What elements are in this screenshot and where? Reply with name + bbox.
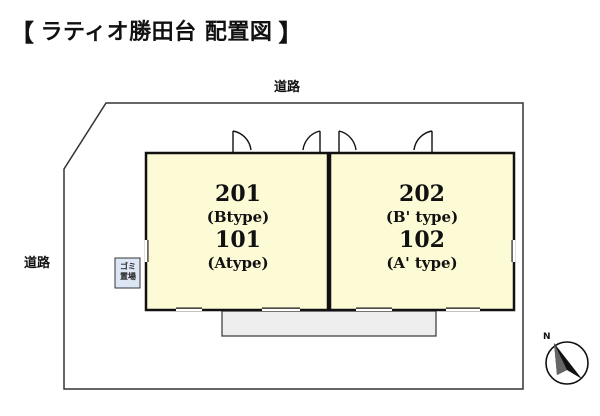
unit-label-b: 202 (B' type) 102 (A' type)	[332, 181, 512, 273]
site-boundary	[63, 102, 524, 390]
unit-b-building	[328, 151, 516, 312]
garbage-area	[114, 257, 141, 289]
balcony	[221, 310, 437, 337]
unit-label-a: 201 (Btype) 101 (Atype)	[148, 181, 328, 273]
unit-b-upper-number: 202	[399, 181, 445, 207]
door-icon	[413, 130, 433, 153]
unit-a-upper-type: (Btype)	[206, 208, 270, 226]
unit-a-lower-type: (Atype)	[207, 254, 269, 272]
compass-north-label: N	[543, 332, 551, 342]
unit-a-lower-number: 101	[215, 227, 261, 253]
door-icon	[232, 130, 252, 153]
garbage-label-line1: ゴミ	[120, 262, 136, 271]
road-label-left: 道路	[24, 256, 51, 271]
garbage-label-line2: 置場	[120, 272, 136, 281]
unit-b-lower-type: (A' type)	[386, 254, 458, 272]
unit-b-upper-type: (B' type)	[385, 208, 459, 226]
page-title: 【 ラティオ勝田台 配置図 】	[10, 14, 303, 47]
road-label-top: 道路	[274, 80, 301, 95]
title-text: ラティオ勝田台 配置図	[40, 20, 273, 45]
garbage-area-label: ゴミ 置場	[117, 262, 139, 282]
north-arrow-icon	[545, 341, 589, 385]
unit-a-building	[144, 151, 330, 312]
door-icon	[338, 130, 357, 153]
title-bracket-close: 】	[278, 18, 303, 47]
unit-b-lower-number: 102	[399, 227, 445, 253]
door-icon	[302, 130, 321, 153]
unit-a-upper-number: 201	[215, 181, 261, 207]
title-bracket-open: 【	[10, 18, 35, 47]
